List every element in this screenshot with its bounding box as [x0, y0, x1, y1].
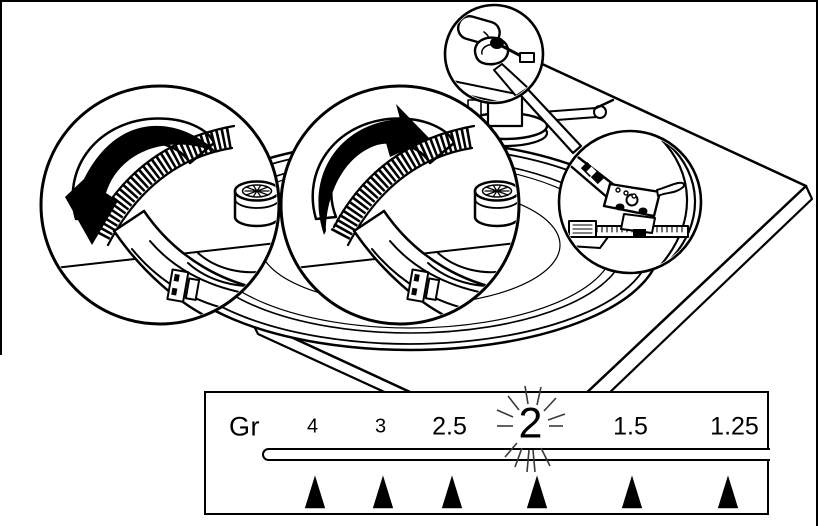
scale-value-2-5: 2.5	[432, 412, 467, 440]
inset-counterweight-ccw	[39, 84, 281, 326]
scale-marker-triangle: ▲	[441, 464, 462, 514]
inset-pivot-detail	[443, 3, 545, 105]
scale-marker-triangle: ▲	[372, 464, 393, 514]
figure-frame-top	[0, 0, 818, 2]
inset-counterweight-cw	[279, 84, 521, 326]
tracking-force-scale-panel: Gr 4 3 2.5 2 1.5 1.25	[204, 385, 770, 515]
scale-value-1-25: 1.25	[710, 412, 759, 440]
scale-marker-triangle: ▲	[621, 464, 642, 514]
scale-marker-triangle: ▲	[526, 464, 547, 514]
scale-marker-triangle: ▲	[304, 464, 325, 514]
figure-frame-right	[816, 0, 818, 526]
inset-headshell-gauge	[557, 129, 703, 275]
scale-unit-label: Gr	[229, 411, 260, 441]
scale-value-2-selected: 2	[518, 399, 543, 448]
scale-value-4: 4	[306, 415, 319, 437]
scale-slider-track	[261, 447, 770, 461]
scale-value-1-5: 1.5	[613, 412, 648, 440]
figure-frame-left	[0, 0, 2, 355]
scale-value-3: 3	[374, 415, 387, 437]
rotation-arrow-ccw-icon	[65, 125, 218, 245]
rotation-arrow-cw-icon	[318, 104, 430, 235]
scale-marker-triangle: ▲	[717, 464, 738, 514]
